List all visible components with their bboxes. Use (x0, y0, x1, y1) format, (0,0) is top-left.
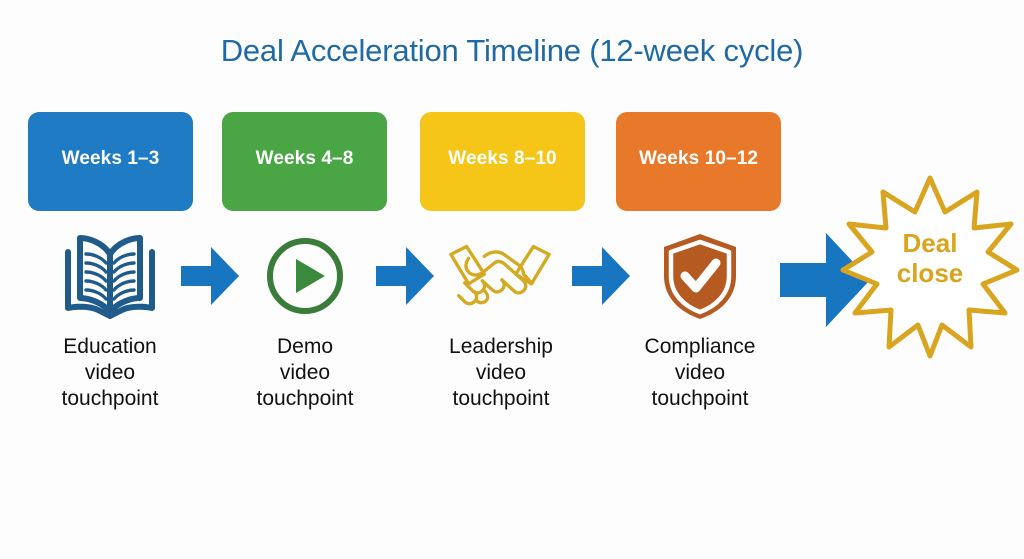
deal-close-line-1: Deal (902, 228, 958, 258)
open-book-icon (55, 228, 165, 324)
deal-close-label: Deal close (840, 228, 1020, 288)
right-arrow-icon (374, 245, 436, 307)
handshake-icon (445, 228, 555, 324)
deal-close-starburst[interactable]: Deal close (840, 174, 1020, 359)
play-circle-icon (250, 228, 360, 324)
stage-box-weeks-1-3[interactable]: Weeks 1–3 (28, 112, 193, 211)
stage-caption-compliance: Compliance video touchpoint (605, 334, 795, 412)
page-title: Deal Acceleration Timeline (12-week cycl… (220, 33, 804, 68)
caption-line-1: Demo (276, 335, 334, 358)
stage-caption-education: Education video touchpoint (15, 334, 205, 412)
stage-box-weeks-8-10[interactable]: Weeks 8–10 (420, 112, 585, 211)
caption-line-1: Education (63, 335, 157, 358)
caption-line-1: Leadership (449, 335, 553, 358)
caption-line-2: video (674, 361, 726, 384)
right-arrow-icon (570, 245, 632, 307)
stage-box-weeks-4-8[interactable]: Weeks 4–8 (222, 112, 387, 211)
caption-line-3: touchpoint (256, 387, 354, 410)
stage-caption-demo: Demo video touchpoint (210, 334, 400, 412)
caption-line-1: Compliance (644, 335, 756, 358)
right-arrow-icon (778, 230, 872, 330)
stage-caption-leadership: Leadership video touchpoint (406, 334, 596, 412)
stage-box-weeks-10-12[interactable]: Weeks 10–12 (616, 112, 781, 211)
caption-line-3: touchpoint (452, 387, 550, 410)
caption-line-3: touchpoint (61, 387, 159, 410)
shield-check-icon (645, 228, 755, 324)
right-arrow-icon (179, 245, 241, 307)
stage-label: Weeks 1–3 (61, 148, 160, 169)
caption-line-2: video (475, 361, 527, 384)
deal-close-line-2: close (896, 258, 964, 288)
stage-label: Weeks 4–8 (255, 148, 354, 169)
caption-line-2: video (279, 361, 331, 384)
caption-line-3: touchpoint (651, 387, 749, 410)
stage-label: Weeks 10–12 (638, 148, 759, 169)
stage-label: Weeks 8–10 (448, 148, 557, 169)
caption-line-2: video (84, 361, 136, 384)
